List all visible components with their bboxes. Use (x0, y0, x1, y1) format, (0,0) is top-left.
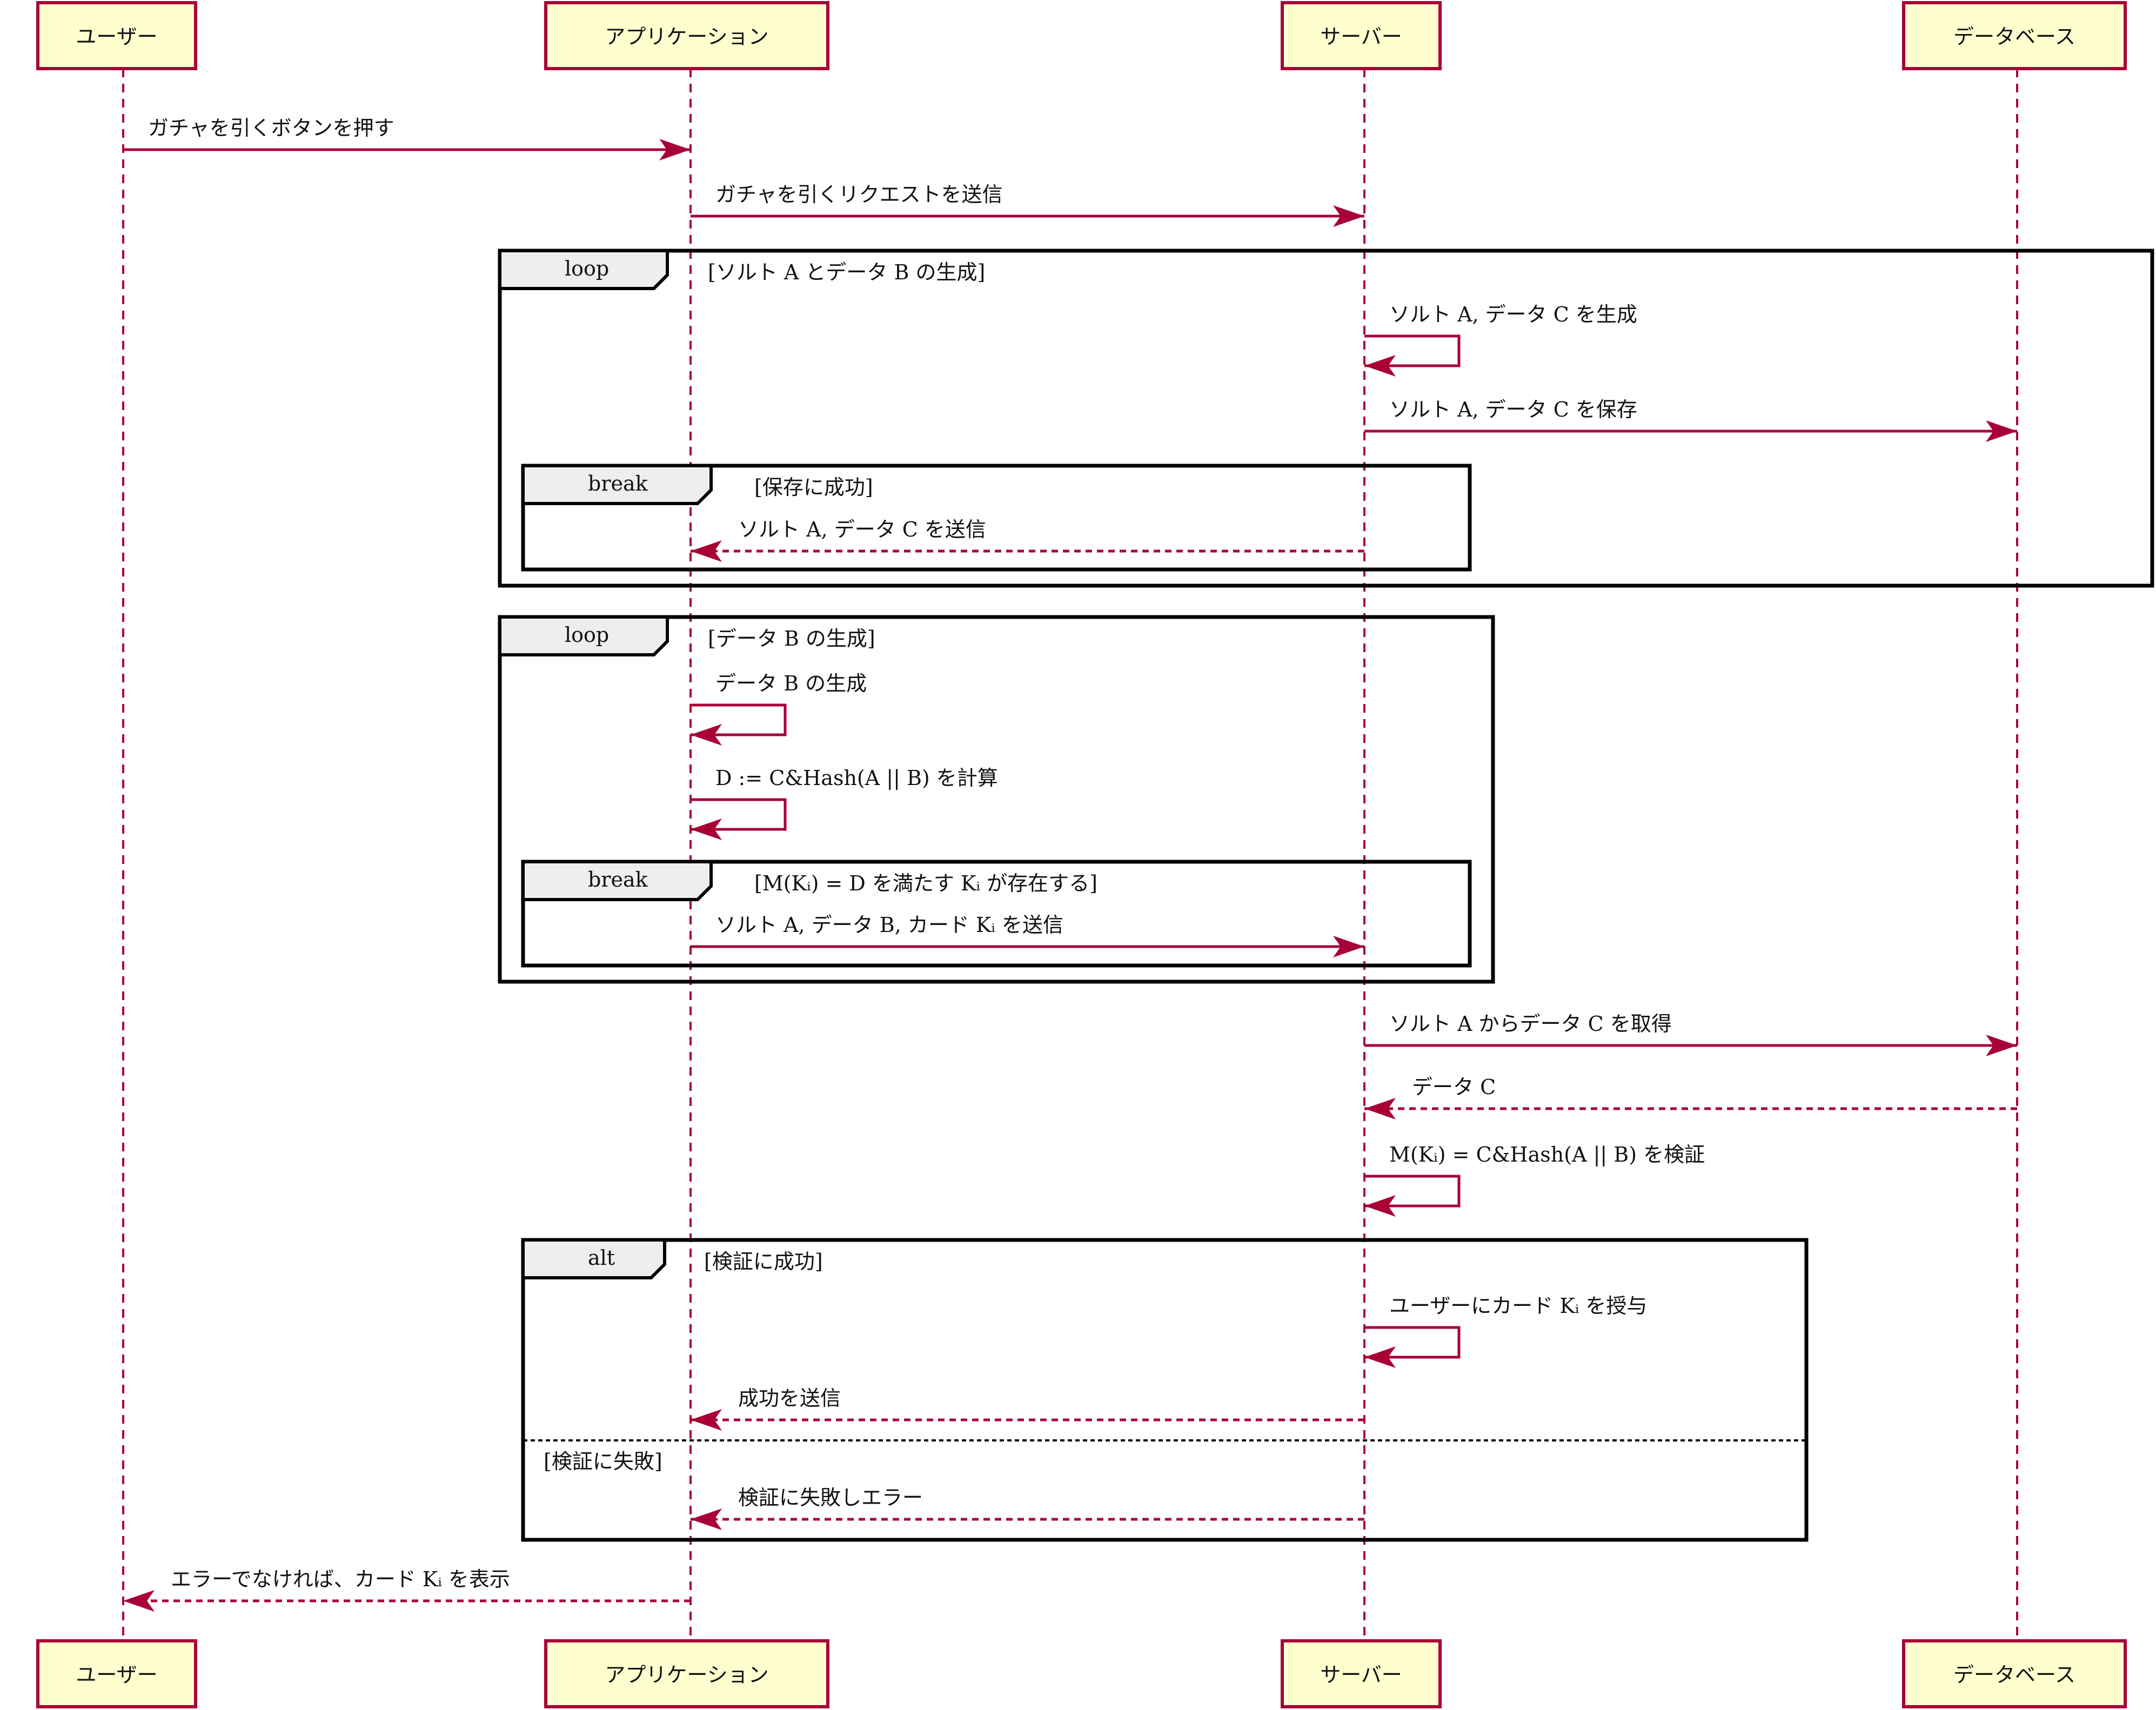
message-9: ソルト A からデータ C を取得 (1364, 1012, 2017, 1056)
participant-box (544, 1639, 829, 1708)
message-14: 検証に失敗しエラー (691, 1486, 1364, 1530)
message-label: ソルト A からデータ C を取得 (1389, 1012, 1672, 1036)
message-5: ソルト A, データ C を送信 (691, 518, 1364, 562)
message-2: ガチャを引くリクエストを送信 (691, 183, 1364, 227)
message-10: データ C (1364, 1075, 2017, 1119)
participant-label: サーバー (1320, 25, 1402, 49)
participant-label: ユーザー (76, 1663, 157, 1687)
participant-label: ユーザー (76, 25, 157, 49)
frame-border (498, 249, 2154, 588)
self-arrow (691, 798, 787, 840)
frame-condition: [ソルト A とデータ B の生成] (708, 260, 985, 284)
frame-border (498, 615, 1495, 984)
message-7: D := C&Hash(A || B) を計算 (691, 766, 998, 840)
message-label: ガチャを引くボタンを押す (148, 116, 394, 140)
self-arrow (1364, 1326, 1461, 1368)
frame-loop2: loop [データ B の生成] (498, 615, 1495, 984)
message-13: 成功を送信 (691, 1386, 1364, 1431)
frame-tab (521, 464, 713, 505)
message-label: ソルト A, データ C を送信 (738, 518, 986, 541)
message-label: ユーザーにカード Kᵢ を授与 (1389, 1294, 1647, 1318)
participant-db-top: データベース (1902, 1, 2127, 70)
participant-label: データベース (1953, 1663, 2075, 1687)
participant-box (1902, 1, 2127, 70)
frame-border (521, 860, 1472, 968)
message-12: ユーザーにカード Kᵢ を授与 (1364, 1294, 1647, 1368)
message-label: 成功を送信 (738, 1386, 841, 1410)
message-label: 検証に失敗しエラー (738, 1486, 923, 1510)
frame-break1: break [保存に成功] (521, 464, 1472, 572)
frame-kind-label: break (588, 472, 648, 495)
message-3: ソルト A, データ C を生成 (1364, 303, 1637, 377)
frame-loop1: loop [ソルト A とデータ B の生成] (498, 249, 2154, 588)
participant-srv-top: サーバー (1281, 1, 1442, 70)
message-label: エラーでなければ、カード Kᵢ を表示 (171, 1567, 510, 1591)
message-4: ソルト A, データ C を保存 (1364, 398, 2017, 442)
participant-box (1902, 1639, 2127, 1708)
frame-tab (498, 249, 669, 290)
participant-app-top: アプリケーション (544, 1, 829, 70)
frame-condition: [検証に成功] (704, 1250, 823, 1273)
message-label: D := C&Hash(A || B) を計算 (715, 766, 998, 790)
frame-kind-label: loop (565, 257, 609, 280)
frame-border (521, 1238, 1809, 1542)
self-arrow (691, 703, 787, 746)
participant-user-top: ユーザー (36, 1, 197, 70)
frame-alt1: alt [検証に成功] [検証に失敗] (521, 1238, 1809, 1542)
message-label: M(Kᵢ) = C&Hash(A || B) を検証 (1389, 1143, 1705, 1166)
message-6: データ B の生成 (691, 672, 867, 746)
participant-box (36, 1639, 197, 1708)
participant-box (36, 1, 197, 70)
participant-app-bottom: アプリケーション (544, 1639, 829, 1708)
frame-condition: [M(Kᵢ) = D を満たす Kᵢ が存在する] (754, 871, 1097, 895)
message-15: エラーでなければ、カード Kᵢ を表示 (123, 1567, 691, 1612)
frame-kind-label: loop (565, 623, 609, 647)
frame-tab (521, 860, 713, 901)
message-8: ソルト A, データ B, カード Kᵢ を送信 (691, 913, 1364, 957)
message-label: データ C (1412, 1075, 1496, 1099)
frame-kind-label: break (588, 868, 648, 891)
message-label: ソルト A, データ B, カード Kᵢ を送信 (715, 913, 1063, 937)
participant-label: データベース (1953, 25, 2075, 49)
participant-box (1281, 1, 1442, 70)
message-11: M(Kᵢ) = C&Hash(A || B) を検証 (1364, 1143, 1705, 1217)
frame-tab (498, 615, 669, 656)
message-label: ガチャを引くリクエストを送信 (715, 183, 1003, 206)
frame-kind-label: alt (588, 1246, 615, 1270)
participant-box (544, 1, 829, 70)
participant-label: アプリケーション (605, 1663, 768, 1687)
self-arrow (1364, 1175, 1461, 1217)
alt-else-condition: [検証に失敗] (544, 1450, 662, 1473)
frame-break2: break [M(Kᵢ) = D を満たす Kᵢ が存在する] (521, 860, 1472, 968)
message-label: ソルト A, データ C を生成 (1389, 303, 1637, 326)
message-label: データ B の生成 (715, 672, 867, 695)
frame-tab (521, 1238, 666, 1279)
message-label: ソルト A, データ C を保存 (1389, 398, 1637, 421)
participant-box (1281, 1639, 1442, 1708)
message-1: ガチャを引くボタンを押す (123, 116, 691, 160)
participant-db-bottom: データベース (1902, 1639, 2127, 1708)
self-arrow (1364, 334, 1461, 377)
frame-border (521, 464, 1472, 572)
frame-condition: [保存に成功] (754, 475, 873, 499)
frame-condition: [データ B の生成] (708, 627, 875, 651)
participant-label: アプリケーション (605, 25, 768, 49)
participant-label: サーバー (1320, 1663, 1402, 1687)
participant-srv-bottom: サーバー (1281, 1639, 1442, 1708)
participant-user-bottom: ユーザー (36, 1639, 197, 1708)
